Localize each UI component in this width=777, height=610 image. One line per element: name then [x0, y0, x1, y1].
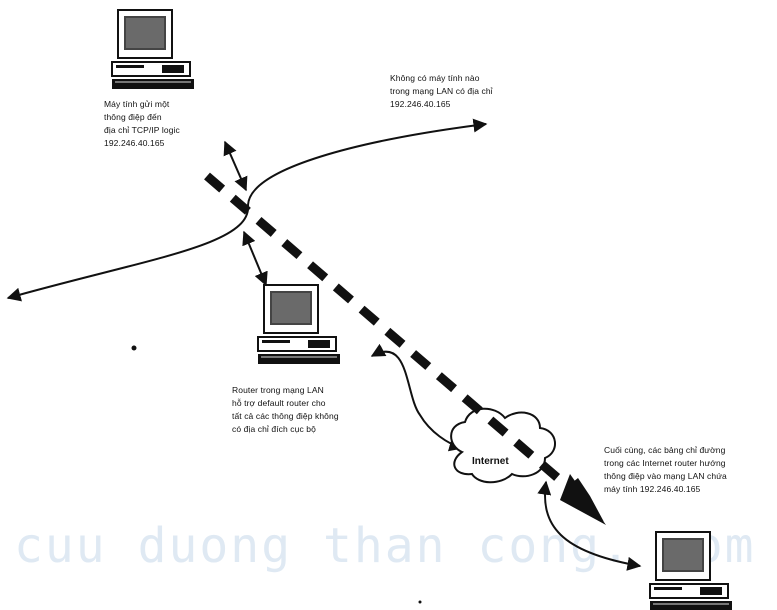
sender-label: Máy tính gửi một thông điệp đến địa chỉ …	[104, 99, 180, 148]
destination-computer-icon	[649, 531, 733, 610]
router-link-arrow	[242, 230, 268, 287]
sender-link-arrow	[223, 140, 248, 192]
router-computer-icon	[257, 284, 341, 365]
internet-cloud-label: Internet	[472, 456, 509, 467]
no-machine-label: Không có máy tính nào trong mạng LAN có …	[390, 73, 493, 109]
lan-backbone-line	[6, 118, 488, 302]
message-path-dashed	[204, 172, 577, 496]
final-routing-label: Cuối cùng, các bảng chỉ đường trong các …	[604, 445, 727, 494]
internet-cloud-icon	[450, 407, 556, 484]
internet-destination-arrow	[537, 480, 642, 571]
sender-computer-icon	[111, 9, 195, 90]
router-internet-arrow	[370, 343, 464, 452]
router-label: Router trong mạng LAN hỗ trợ default rou…	[232, 385, 339, 434]
